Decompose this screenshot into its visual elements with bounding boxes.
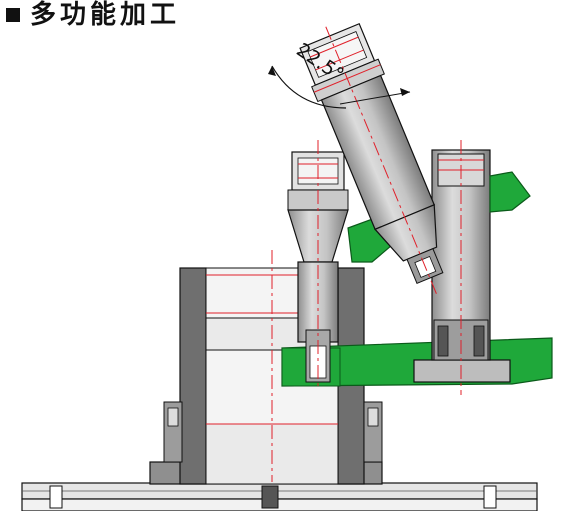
title-text: 多功能加工 (30, 0, 181, 30)
title: 多功能加工 (6, 0, 180, 30)
middle-spindle (287, 140, 349, 390)
base-plate (21, 482, 538, 511)
right-green-bracket (489, 171, 531, 213)
tilted-spindle (299, 22, 444, 295)
title-bullet-icon (6, 8, 20, 22)
right-spindle (413, 140, 511, 395)
